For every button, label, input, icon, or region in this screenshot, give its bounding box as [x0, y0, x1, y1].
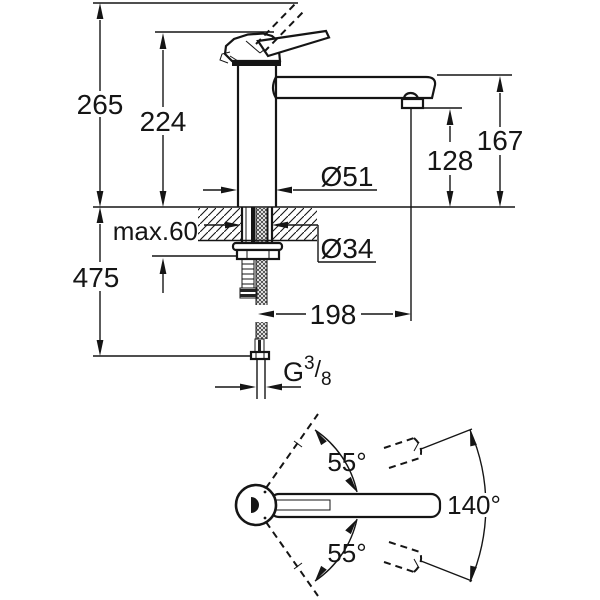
- hose-hex-nut: [249, 350, 271, 361]
- faucet-body: [232, 61, 281, 207]
- spout-plan: [268, 492, 442, 519]
- flex-hose: [255, 208, 268, 339]
- swivel-dashed-upper-left: [265, 413, 319, 489]
- cartridge-cap: [232, 61, 281, 66]
- angle-55-upper: 55°: [312, 428, 367, 494]
- dimension-128: 128: [427, 109, 474, 207]
- dim-label-198: 198: [310, 299, 357, 330]
- dimension-224: 224: [140, 33, 187, 207]
- dim-label-128: 128: [427, 145, 474, 176]
- aerator-housing: [400, 97, 425, 110]
- dimension-lines: 265 224 475 max.60: [73, 2, 524, 391]
- dim-label-167: 167: [477, 125, 524, 156]
- side-view-faucet: [219, 2, 437, 207]
- lever-tip-plan: [251, 497, 259, 513]
- dim-label-g38: G3/8: [283, 353, 332, 390]
- dim-label-475: 475: [73, 262, 120, 293]
- dim-label-max60: max.60: [113, 216, 198, 246]
- dimension-475: 475: [73, 207, 120, 356]
- angle-label-55-upper: 55°: [327, 447, 366, 477]
- dimension-265: 265: [77, 3, 124, 207]
- mounting-nut: [235, 248, 281, 261]
- swivel-stub-lower-right: [383, 541, 473, 582]
- dim-label-dia51: Ø51: [321, 161, 374, 192]
- swivel-dashed-lower-left: [265, 521, 319, 597]
- lever-raised-dashed: [255, 2, 305, 53]
- spout: [271, 75, 437, 110]
- dimension-dia34: Ø34: [204, 221, 376, 264]
- angle-55-lower: 55°: [312, 517, 367, 583]
- g38-slash: /: [315, 356, 322, 382]
- swivel-stub-upper-right: [383, 428, 473, 469]
- under-deck-assembly: [231, 207, 284, 399]
- dim-label-dia34: Ø34: [321, 233, 374, 264]
- angle-label-55-lower: 55°: [327, 538, 366, 568]
- g38-numerator: 3: [304, 353, 315, 374]
- circle-mark-bottom: [263, 516, 267, 520]
- angle-140: 140°: [447, 429, 501, 583]
- top-view-swivel: 55° 55° 140°: [234, 413, 501, 597]
- head-flange: [219, 51, 231, 64]
- dim-label-224: 224: [140, 106, 187, 137]
- g38-denominator: 8: [321, 369, 332, 390]
- dimension-max60: max.60: [113, 216, 198, 293]
- threaded-stud: [239, 258, 258, 299]
- circle-mark-top: [263, 490, 267, 494]
- angle-label-140: 140°: [447, 490, 501, 520]
- spout-back-cap: [271, 76, 277, 99]
- g38-letter: G: [283, 357, 304, 387]
- dim-label-265: 265: [77, 89, 124, 120]
- aerator-dome: [402, 91, 420, 100]
- head-detail-line-3: [229, 55, 239, 62]
- hose-end-connector: [249, 338, 271, 399]
- dimension-g38: G3/8: [215, 353, 332, 391]
- dimension-167: 167: [477, 76, 524, 207]
- dimension-dia51: Ø51: [203, 161, 377, 194]
- dimension-198: 198: [258, 299, 411, 330]
- head-detail-line-1: [245, 40, 261, 54]
